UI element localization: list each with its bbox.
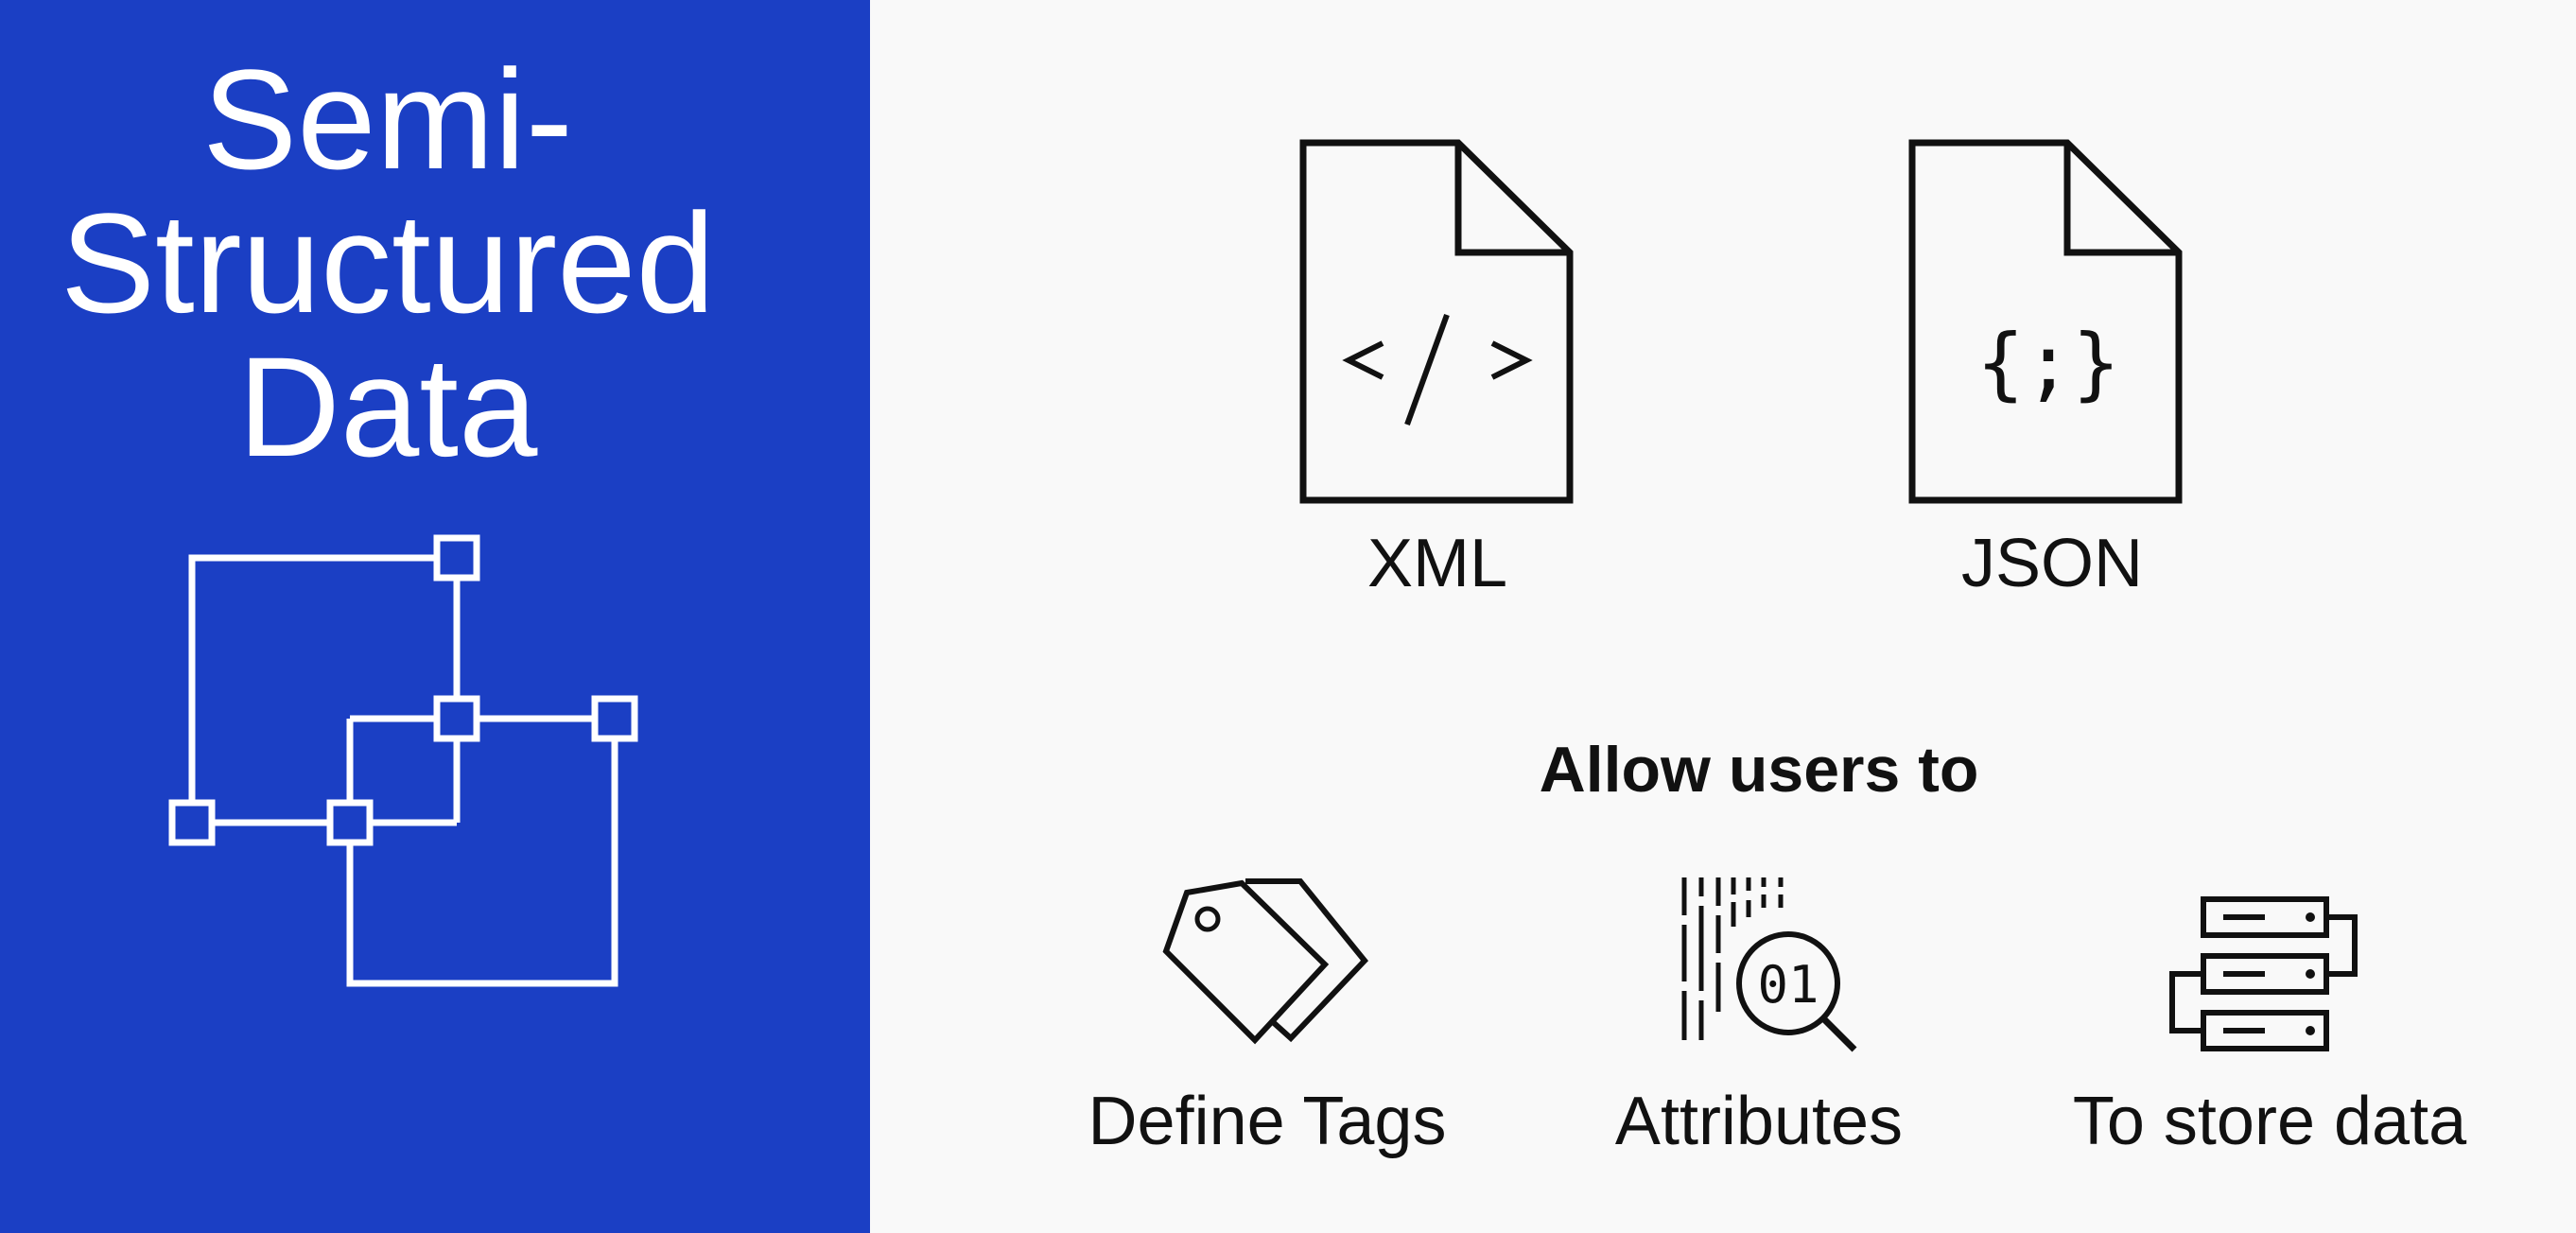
title-line-3: Data <box>237 327 538 486</box>
json-glyph: {;} <box>1976 317 2120 409</box>
store-data-label: To store data <box>2072 1084 2467 1159</box>
tags-icon <box>1162 878 1368 1045</box>
title-panel: Semi- Structured Data <box>0 0 870 1233</box>
attributes-glyph: 01 <box>1757 955 1819 1015</box>
title-line-1: Semi- <box>202 40 573 199</box>
server-storage-icon <box>2169 896 2358 1051</box>
hierarchical-structure-icon <box>168 534 638 987</box>
define-tags-label: Define Tags <box>1088 1084 1447 1159</box>
attributes-label: Attributes <box>1614 1084 1904 1159</box>
title-line-2: Structured <box>61 183 715 342</box>
data-attributes-icon: 01 <box>1681 877 1857 1052</box>
document-json-icon: {;} <box>1908 139 2183 504</box>
document-code-icon <box>1299 139 1574 504</box>
allow-users-heading: Allow users to <box>1539 734 1979 806</box>
xml-label: XML <box>1366 526 1508 601</box>
json-label: JSON <box>1960 526 2144 601</box>
content-panel <box>870 0 2576 1233</box>
slide-title: Semi- Structured Data <box>0 47 775 478</box>
